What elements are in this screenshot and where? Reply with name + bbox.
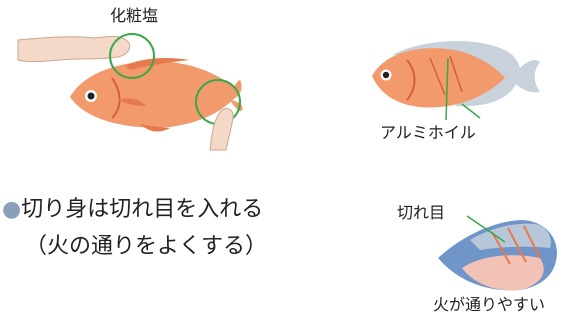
fish-lower-fin-left (140, 124, 170, 132)
heading-bullet: ● (2, 197, 22, 222)
foil-pointer-line-1 (445, 57, 449, 121)
fillet-flesh (462, 255, 544, 291)
foil-label: アルミホイル (380, 123, 476, 142)
cut-mark-pointer (466, 215, 506, 243)
fish-pupil-right (382, 71, 390, 79)
hand-bottom (209, 107, 234, 151)
fillet-illustration (438, 215, 557, 291)
fillet-cut-2 (507, 227, 527, 263)
fish-pupil-left (87, 92, 95, 100)
salt-label: 化粧塩 (110, 6, 159, 25)
foil-pointer-line-2 (461, 103, 481, 119)
heading-text: 切り身は切れ目を入れる (21, 197, 264, 222)
fish-gill-right (406, 59, 416, 101)
fish-cut-line-2 (449, 55, 463, 93)
hand-left (17, 35, 131, 62)
salt-highlight-circle (109, 33, 155, 79)
fish-gill-left (111, 77, 121, 119)
fillet-cut-1 (491, 231, 511, 265)
whole-fish-salting-illustration (17, 33, 243, 151)
fish-cut-line-1 (429, 57, 446, 96)
fish-pectoral-fin-left (118, 98, 146, 106)
cooks-easily-label: 火が通りやすい (433, 295, 546, 314)
subheading: （火の通りをよくする） (25, 234, 268, 259)
foil-wrapped-fish-illustration (372, 40, 540, 121)
fish-dorsal-fin-left (125, 58, 190, 70)
cut-mark-label: 切れ目 (397, 203, 446, 222)
fillet-top (470, 223, 551, 250)
heading: ●切り身は切れ目を入れる (2, 199, 263, 221)
fillet-cut-3 (523, 225, 541, 259)
